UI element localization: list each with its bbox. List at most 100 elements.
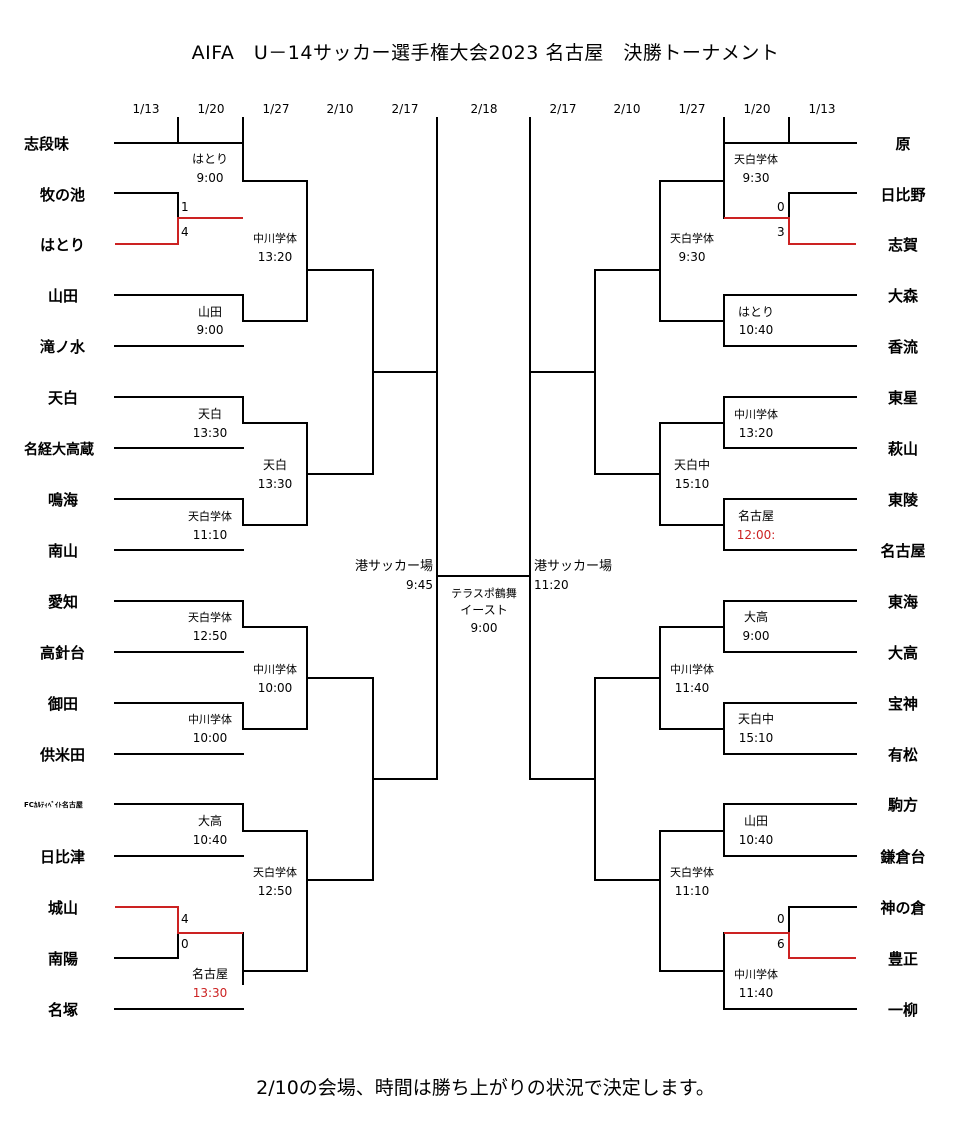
score: 0 — [777, 912, 785, 926]
venue-time: 13:20 — [739, 426, 774, 440]
venue-time: 11:10 — [675, 884, 710, 898]
venue-time: 10:00 — [258, 681, 293, 695]
left-team: 南陽 — [48, 950, 78, 968]
left-team: 志段味 — [24, 135, 69, 153]
left-team: 御田 — [47, 695, 78, 713]
venue-label: 大高 — [744, 609, 768, 624]
left-team: FCｶﾙﾃｨﾍﾞｲﾄ名古屋 — [24, 800, 83, 809]
right-team: 萩山 — [888, 440, 918, 458]
venue-label: 大高 — [198, 813, 222, 828]
left-team: 名経大高蔵 — [24, 441, 94, 458]
venue-label: 天白中 — [674, 457, 710, 472]
venue-time: 11:20 — [534, 578, 569, 592]
venue-time: 9:30 — [743, 171, 770, 185]
venue-time: 9:30 — [679, 250, 706, 264]
date-right-2: 2/10 — [614, 102, 641, 116]
venue-label: はとり — [738, 305, 774, 319]
date-left-1: 1/13 — [133, 102, 160, 116]
right-team: 日比野 — [880, 186, 925, 204]
left-team: 天白 — [48, 389, 78, 407]
left-team: 南山 — [48, 542, 78, 560]
venue-time: 10:00 — [193, 731, 228, 745]
venue-time: 9:00 — [743, 629, 770, 643]
venue-time: 13:30 — [193, 426, 228, 440]
score: 4 — [181, 912, 189, 926]
left-team: 愛知 — [48, 593, 78, 611]
left-team: 牧の池 — [40, 186, 85, 204]
venue-time: 12:00: — [737, 528, 776, 542]
venue-label: 天白中 — [738, 711, 774, 726]
left-team: 名塚 — [48, 1001, 78, 1019]
venue-label: 中川学体 — [734, 967, 778, 981]
venue-label: 天白 — [198, 406, 222, 421]
right-team: 大高 — [888, 644, 918, 662]
right-team: 原 — [895, 135, 910, 153]
final-venue: テラスポ鶴舞 — [451, 586, 517, 600]
venue-time: 11:40 — [739, 986, 774, 1000]
venue-label: 名古屋 — [738, 508, 774, 523]
right-team: 東陵 — [888, 491, 919, 509]
venue-label: はとり — [192, 152, 228, 166]
venue-time: 10:40 — [739, 833, 774, 847]
left-team: 供米田 — [39, 746, 85, 764]
right-team: 大森 — [888, 287, 919, 305]
venue-label: 山田 — [744, 814, 768, 828]
venue-time: 10:40 — [193, 833, 228, 847]
venue-label: 天白 — [263, 457, 287, 472]
date-left-5: 2/17 — [392, 102, 419, 116]
right-team: 鎌倉台 — [879, 848, 925, 866]
score: 0 — [181, 937, 189, 951]
left-team: 鳴海 — [48, 491, 78, 509]
venue-time: 15:10 — [739, 731, 774, 745]
venue-time: 13:30 — [193, 986, 228, 1000]
right-team: 宝神 — [888, 695, 918, 713]
venue-label: 中川学体 — [253, 231, 297, 245]
left-team: はとり — [40, 236, 85, 254]
venue-label: 中川学体 — [188, 712, 232, 726]
score: 3 — [777, 225, 785, 239]
left-team: 山田 — [48, 287, 78, 305]
right-team: 香流 — [888, 338, 918, 356]
venue-label: 天白学体 — [670, 865, 714, 879]
right-team: 名古屋 — [880, 542, 925, 560]
final-venue: イースト — [460, 603, 507, 617]
venue-time: 11:40 — [675, 681, 710, 695]
score: 0 — [777, 200, 785, 214]
venue-time: 15:10 — [675, 477, 710, 491]
venue-time: 13:30 — [258, 477, 293, 491]
right-team: 東星 — [888, 389, 918, 407]
right-team: 一柳 — [888, 1001, 918, 1019]
venue-time: 11:10 — [193, 528, 228, 542]
date-left-4: 2/10 — [327, 102, 354, 116]
right-team: 豊正 — [888, 950, 918, 968]
page-title: AIFA U－14サッカー選手権大会2023 名古屋 決勝トーナメント — [191, 42, 780, 64]
left-team: 城山 — [48, 899, 78, 917]
right-team: 東海 — [888, 593, 918, 611]
venue-label: 天白学体 — [253, 865, 297, 879]
right-team: 有松 — [888, 746, 918, 764]
footer-note: 2/10の会場、時間は勝ち上がりの状況で決定します。 — [256, 1077, 715, 1099]
score: 4 — [181, 225, 189, 239]
date-right-1: 2/17 — [550, 102, 577, 116]
date-center: 2/18 — [471, 102, 498, 116]
right-team: 志賀 — [888, 236, 918, 254]
final-time: 9:00 — [471, 621, 498, 635]
venue-label: 山田 — [198, 305, 222, 319]
venue-time: 9:45 — [406, 578, 433, 592]
venue-time: 9:00 — [197, 171, 224, 185]
venue-label: 天白学体 — [670, 231, 714, 245]
score: 6 — [777, 937, 785, 951]
venue-label: 港サッカー場 — [534, 559, 612, 574]
venue-label: 港サッカー場 — [355, 559, 433, 574]
venue-label: 天白学体 — [188, 610, 232, 624]
venue-time: 9:00 — [197, 323, 224, 337]
date-left-2: 1/20 — [198, 102, 225, 116]
venue-time: 12:50 — [193, 629, 228, 643]
venue-label: 中川学体 — [734, 407, 778, 421]
score: 1 — [181, 200, 189, 214]
left-team: 日比津 — [40, 848, 85, 866]
date-left-3: 1/27 — [263, 102, 290, 116]
right-team: 駒方 — [888, 796, 918, 814]
venue-label: 中川学体 — [670, 662, 714, 676]
